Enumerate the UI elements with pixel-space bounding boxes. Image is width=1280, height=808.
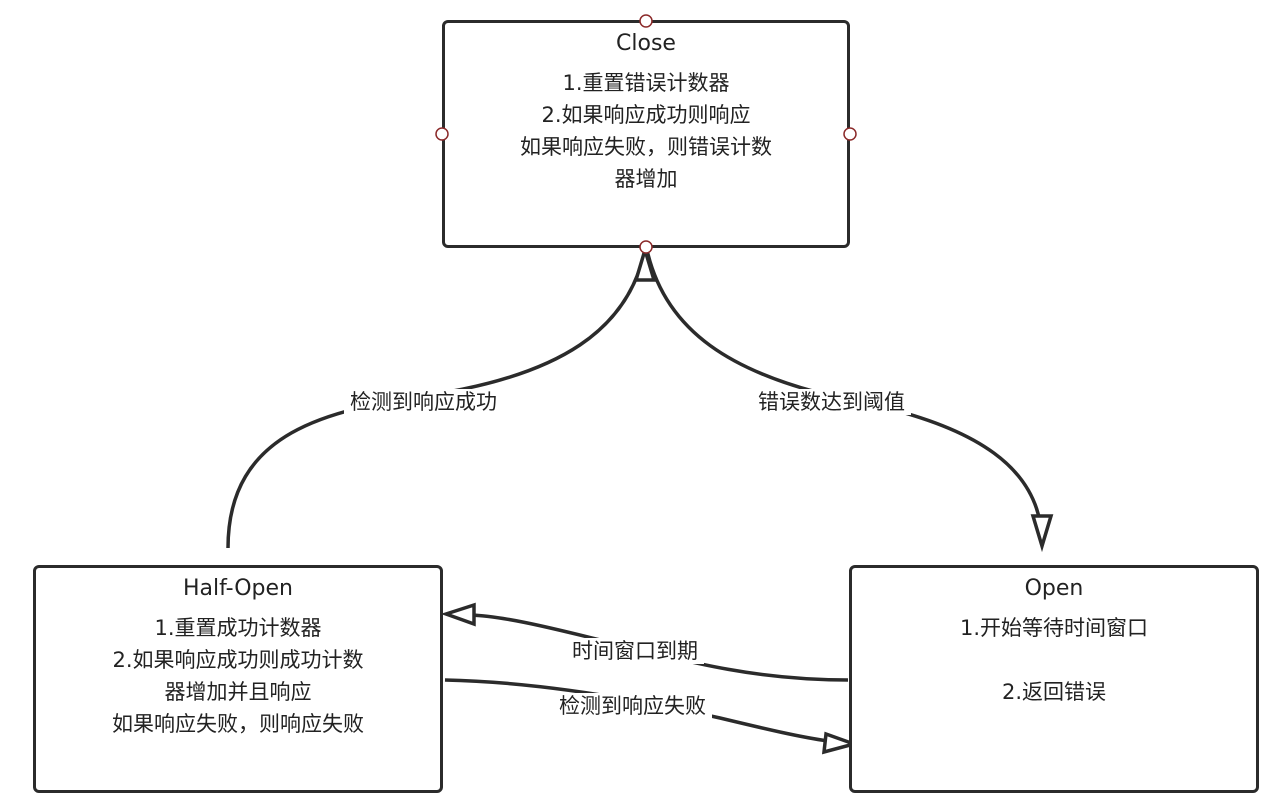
- state-line: 器增加并且响应: [164, 680, 312, 704]
- state-title: Half-Open: [183, 576, 293, 601]
- arrowhead-close-icon: [633, 243, 657, 282]
- state-line: 器增加: [614, 167, 678, 191]
- edge-label-half-to-close: 检测到响应成功: [344, 389, 503, 415]
- state-line: 如果响应失败，则错误计数: [520, 135, 772, 159]
- state-open[interactable]: Open 1.开始等待时间窗口 2.返回错误: [849, 565, 1259, 793]
- edge-label-close-to-open: 错误数达到阈值: [752, 389, 911, 415]
- state-line: 2.如果响应成功则响应: [541, 103, 751, 127]
- state-title: Close: [616, 31, 676, 56]
- state-line: 1.开始等待时间窗口: [959, 616, 1149, 640]
- state-half-open[interactable]: Half-Open 1.重置成功计数器 2.如果响应成功则成功计数 器增加并且响…: [33, 565, 443, 793]
- state-line: 2.如果响应成功则成功计数: [112, 648, 364, 672]
- state-line: 1.重置错误计数器: [562, 71, 730, 95]
- state-line: 如果响应失败，则响应失败: [112, 712, 364, 736]
- arrowhead-half-icon: [440, 602, 476, 627]
- state-line: 1.重置成功计数器: [154, 616, 322, 640]
- state-line: 2.返回错误: [1001, 680, 1107, 704]
- arrowhead-open-icon: [1030, 514, 1054, 553]
- spacer: [852, 644, 1256, 676]
- edge-label-half-to-open: 检测到响应失败: [553, 693, 712, 719]
- edge-label-open-to-half: 时间窗口到期: [566, 638, 704, 664]
- state-close[interactable]: Close 1.重置错误计数器 2.如果响应成功则响应 如果响应失败，则错误计数…: [442, 20, 850, 248]
- state-title: Open: [1024, 576, 1084, 601]
- arrowhead-open-left-icon: [821, 731, 860, 755]
